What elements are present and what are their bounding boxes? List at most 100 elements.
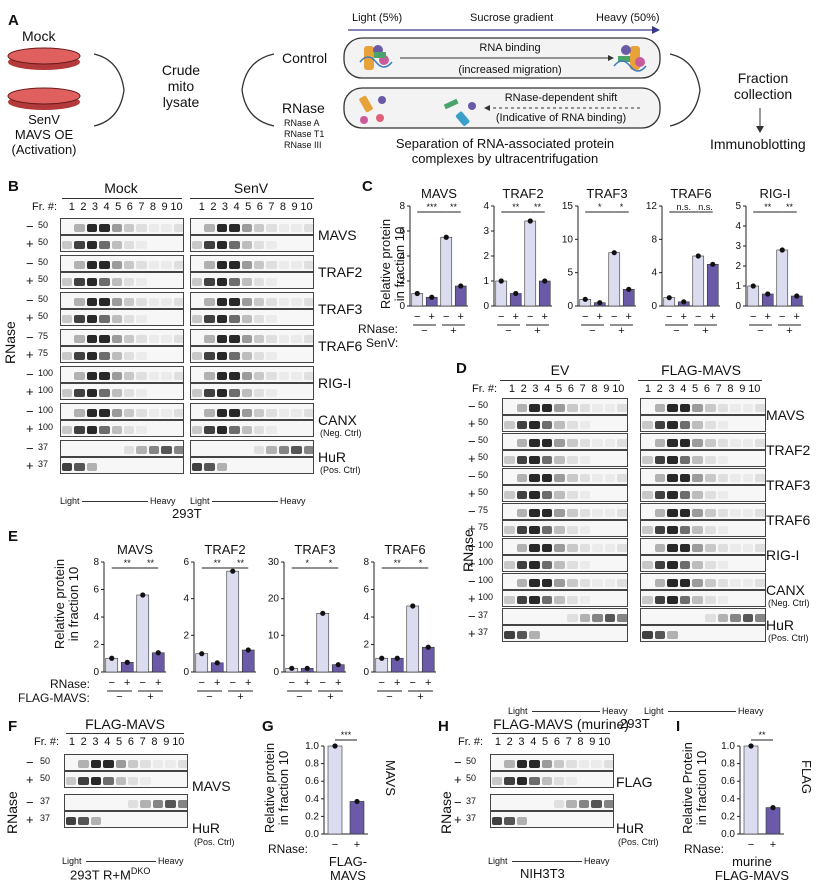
blot-band — [717, 526, 729, 534]
data-bar — [226, 570, 240, 673]
blot-band — [266, 335, 277, 343]
blot-band — [654, 491, 666, 499]
mock-label: Mock — [22, 28, 56, 44]
blot-band — [229, 298, 240, 306]
blot-band — [124, 224, 135, 232]
blot-band — [541, 421, 553, 429]
mw-marker: 100 — [38, 385, 54, 395]
y-tick-label: 4 — [183, 594, 189, 605]
fraction-number: 9 — [291, 201, 298, 213]
y-tick-label: 6 — [363, 585, 369, 596]
blot-strip — [640, 555, 766, 572]
blot-band — [148, 298, 160, 306]
blot-band — [654, 474, 666, 482]
blot-strip — [502, 433, 628, 450]
y-tick-label: 4 — [399, 251, 405, 262]
blot-strip — [490, 771, 614, 788]
blot-strip — [60, 420, 184, 437]
significance-label: ** — [394, 558, 402, 568]
sucrose-label: Sucrose gradient — [470, 12, 554, 24]
data-bar — [524, 220, 537, 307]
chart-title: MAVS — [117, 542, 153, 557]
rnase-sign: + — [26, 273, 34, 288]
blot-band — [111, 372, 122, 380]
blot-band — [554, 760, 565, 768]
mw-marker: 50 — [478, 435, 489, 445]
light-label-b1: Light — [60, 496, 80, 506]
rnase-sign: − — [320, 677, 326, 689]
complex-migrated-icon — [613, 45, 647, 72]
blot-band — [667, 456, 678, 464]
blot-band — [529, 439, 540, 447]
fraction-number: 5 — [115, 201, 122, 213]
y-tick-label: 0 — [399, 301, 405, 312]
fraction-number: 5 — [556, 383, 563, 395]
blot-band — [579, 491, 591, 499]
data-point — [394, 655, 400, 661]
cell-line-d: 293T — [620, 716, 650, 731]
blot-band — [266, 446, 277, 454]
blot-band — [755, 404, 765, 412]
blot-band — [529, 404, 540, 412]
blot-band — [567, 544, 578, 552]
mw-marker: 50 — [38, 257, 49, 267]
rnase-sign: + — [26, 384, 34, 399]
blot-band — [241, 241, 252, 249]
blot-band — [554, 526, 565, 534]
blot-band — [755, 509, 765, 517]
blot-band — [148, 372, 160, 380]
blot-strip — [502, 555, 628, 572]
blot-band — [62, 278, 73, 286]
blot-band — [617, 439, 627, 447]
y-tick-label: 20 — [268, 594, 280, 605]
data-point — [335, 662, 341, 668]
blot-band — [554, 544, 565, 552]
rnase-shift-label: RNase-dependent shift — [504, 92, 618, 104]
blot-band — [62, 463, 73, 471]
mw-marker: 50 — [466, 756, 477, 766]
rnase-sign: + — [124, 677, 130, 689]
mw-marker: 50 — [38, 220, 49, 230]
rnase-sign: + — [394, 677, 400, 689]
blot-band — [579, 404, 591, 412]
y-tick-label: 0 — [651, 301, 657, 312]
protein-label: MAVS — [318, 227, 357, 243]
blot-strip — [190, 255, 314, 272]
blot-band — [516, 596, 528, 604]
blot-band — [216, 372, 228, 380]
blot-band — [755, 474, 765, 482]
blot-band — [136, 278, 147, 286]
blot-band — [204, 298, 215, 306]
y-tick-label: 0 — [93, 667, 99, 678]
mw-marker: 37 — [38, 442, 49, 452]
blot-band — [579, 579, 591, 587]
separation-line-1: Separation of RNA-associated protein — [395, 136, 615, 151]
rnase-sign: − — [611, 311, 617, 323]
fraction-number: 7 — [565, 736, 572, 748]
rnase-sign: − — [779, 311, 785, 323]
fraction-number: 10 — [612, 383, 625, 395]
y-tick-label: 2 — [735, 261, 741, 272]
blot-band — [504, 631, 515, 639]
blot-band — [216, 389, 228, 397]
h-pos-ctrl: (Pos. Ctrl) — [618, 837, 659, 847]
blot-strip — [190, 420, 314, 437]
rnase-types: RNase A RNase T1 RNase III — [284, 118, 324, 151]
h-protein-flag: FLAG — [616, 774, 653, 790]
data-point — [794, 293, 800, 299]
group-ev: EV — [550, 362, 570, 378]
blot-strip — [502, 573, 628, 590]
blot-band — [567, 491, 578, 499]
fraction-number: 6 — [127, 736, 134, 748]
data-bar — [136, 594, 150, 673]
blot-band — [136, 241, 147, 249]
blot-band — [165, 800, 176, 808]
mw-marker: 37 — [40, 813, 51, 823]
mw-marker: 50 — [478, 487, 489, 497]
blot-band — [86, 463, 98, 471]
blot-band — [266, 241, 277, 249]
rnase-sign: + — [429, 311, 435, 323]
blot-band — [755, 614, 765, 622]
blot-band — [86, 389, 98, 397]
